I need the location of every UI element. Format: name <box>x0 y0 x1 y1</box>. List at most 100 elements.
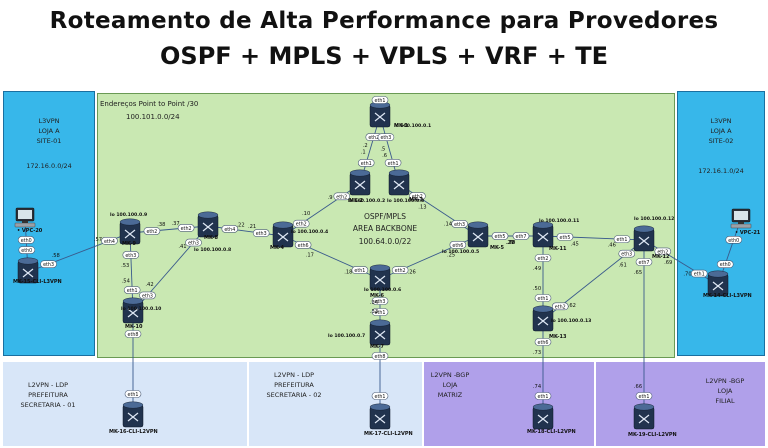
iface-mk-1-eth3[interactable] <box>377 133 395 141</box>
router-mk-19[interactable] <box>633 403 655 430</box>
iface-mk-8-eth4[interactable] <box>221 225 239 233</box>
pc-vpc-20[interactable] <box>14 207 36 228</box>
iface-mk-12-eth7[interactable] <box>635 258 653 266</box>
router-mk-8[interactable] <box>197 211 219 238</box>
node-name-mk-19: MK-19-CLI-L2VPN <box>628 432 677 438</box>
router-mk-16[interactable] <box>122 401 144 428</box>
iface-mk-6-eth2-label: eth2 <box>395 268 406 274</box>
iface-mk-10-eth3[interactable] <box>139 291 156 300</box>
iface-mk-7-eth8[interactable] <box>371 352 389 360</box>
iface-mk-17-eth1[interactable] <box>371 392 389 400</box>
iface-mk-12-eth1[interactable] <box>613 235 631 243</box>
diagram-title: Roteamento de Alta Performance para Prov… <box>49 8 719 34</box>
pc-stand <box>738 222 744 224</box>
router-mk-9[interactable] <box>119 218 141 245</box>
iface-mk-3-eth2[interactable] <box>409 192 426 200</box>
iface-mk-10-eth1[interactable] <box>123 286 141 294</box>
addr-mk-5-25: .25 <box>447 252 455 258</box>
iface-mk-7-eth1-label: eth1 <box>375 310 386 316</box>
iface-mk-8-eth2-label: eth2 <box>181 226 192 232</box>
router-mk-6[interactable] <box>369 264 391 291</box>
iface-vpc-20-eth0-label: eth0 <box>21 238 32 244</box>
link-mk-4-mk-8 <box>207 225 284 237</box>
iface-mk-1-eth1[interactable] <box>371 96 389 104</box>
router-mk-2[interactable] <box>349 169 371 196</box>
iface-mk-19-eth1[interactable] <box>635 392 653 400</box>
router-mk-4[interactable] <box>272 221 294 248</box>
router-mk-10[interactable] <box>122 297 144 324</box>
addr-mk-3-13: .13 <box>418 205 426 211</box>
router-mk-14-top <box>707 270 729 278</box>
iface-mk-10-eth8[interactable] <box>124 330 142 338</box>
iface-vpc-20-eth0[interactable] <box>17 236 35 244</box>
pc-screen <box>734 211 748 220</box>
node-name-mk-9: MK-9 <box>122 241 136 247</box>
loopback-mk-3: lo 100.100.0.3 <box>387 198 424 204</box>
iface-mk-5-eth6[interactable] <box>449 241 467 249</box>
router-mk-8-top <box>197 211 219 219</box>
l2ldp2-line-1: L2VPN - LDP <box>273 371 314 379</box>
loopback-mk-12: lo 100.100.0.12 <box>634 216 674 222</box>
iface-mk-19-eth1-label: eth1 <box>639 394 650 400</box>
router-mk-12[interactable] <box>633 225 655 252</box>
iface-mk-6-eth3[interactable] <box>371 297 389 305</box>
addr-mk-12-61: .61 <box>619 263 627 269</box>
iface-mk-16-eth1[interactable] <box>124 390 142 398</box>
iface-mk-5-eth5[interactable] <box>491 232 509 240</box>
iface-mk-6-eth2[interactable] <box>391 266 409 274</box>
router-mk-1[interactable] <box>369 101 391 128</box>
iface-mk-15-eth3[interactable] <box>40 260 57 268</box>
iface-mk-9-eth3[interactable] <box>122 251 140 259</box>
router-mk-11[interactable] <box>532 221 554 248</box>
addr-mk-11-78: .78 <box>507 240 515 246</box>
iface-mk-14-eth0[interactable] <box>716 260 734 269</box>
iface-mk-11-eth7[interactable] <box>512 232 530 240</box>
iface-mk-8-eth3[interactable] <box>185 238 202 247</box>
router-mk-5[interactable] <box>467 221 489 248</box>
iface-mk-15-eth0[interactable] <box>18 246 36 254</box>
iface-mk-8-eth2[interactable] <box>177 224 195 232</box>
iface-mk-13-eth6[interactable] <box>534 338 552 346</box>
router-mk-14[interactable] <box>707 270 729 297</box>
iface-mk-2-eth1[interactable] <box>357 159 375 167</box>
iface-mk-11-eth7-label: eth7 <box>516 234 527 240</box>
iface-mk-13-eth1[interactable] <box>534 294 552 302</box>
node-name-vpc-20: • VPC-20 <box>17 228 43 234</box>
router-mk-17[interactable] <box>369 403 391 430</box>
iface-mk-13-eth2[interactable] <box>551 302 569 311</box>
loopback-mk-2: lo 100.100.0.2 <box>348 198 385 204</box>
iface-mk-9-eth2[interactable] <box>143 227 161 235</box>
router-mk-13[interactable] <box>532 305 554 332</box>
l2bgp1-line-3: MATRIZ <box>437 391 463 399</box>
iface-mk-14-eth1[interactable] <box>690 269 708 278</box>
zone-l3vpn-right <box>677 91 765 356</box>
iface-mk-9-eth4[interactable] <box>101 237 118 245</box>
router-mk-7[interactable] <box>369 319 391 346</box>
link-mk-12-mk-14 <box>643 239 719 286</box>
l3vpn-right-line-3: SITE-02 <box>708 137 734 145</box>
iface-vpc-21-eth0[interactable] <box>725 235 743 244</box>
iface-mk-4-eth6[interactable] <box>294 241 312 249</box>
iface-mk-11-eth2[interactable] <box>534 254 552 262</box>
iface-mk-6-eth1[interactable] <box>351 266 369 274</box>
iface-mk-7-eth1[interactable] <box>371 308 389 316</box>
iface-mk-18-eth1[interactable] <box>534 392 552 400</box>
ospf-line-2: AREA BACKBONE <box>352 224 418 233</box>
iface-mk-5-eth3[interactable] <box>451 220 468 228</box>
iface-mk-4-eth3[interactable] <box>252 229 270 237</box>
iface-mk-12-eth2[interactable] <box>654 247 672 256</box>
iface-mk-13-eth2-label: eth2 <box>555 304 566 310</box>
router-mk-3[interactable] <box>388 169 410 196</box>
addr-mk-6-26: .26 <box>408 270 416 276</box>
l3vpn-right-line-1: L3VPN <box>710 117 732 125</box>
iface-mk-12-eth3[interactable] <box>618 249 636 258</box>
iface-mk-11-eth5[interactable] <box>556 233 574 241</box>
iface-mk-12-eth3-label: eth3 <box>621 252 632 258</box>
iface-mk-2-eth2[interactable] <box>333 192 351 201</box>
iface-mk-3-eth1[interactable] <box>384 159 402 167</box>
router-mk-15[interactable] <box>17 257 39 284</box>
iface-mk-4-eth2[interactable] <box>292 219 310 228</box>
pc-vpc-21[interactable] <box>730 208 752 229</box>
addr-mk-3-6: .6 <box>382 153 387 159</box>
router-mk-18[interactable] <box>532 403 554 430</box>
